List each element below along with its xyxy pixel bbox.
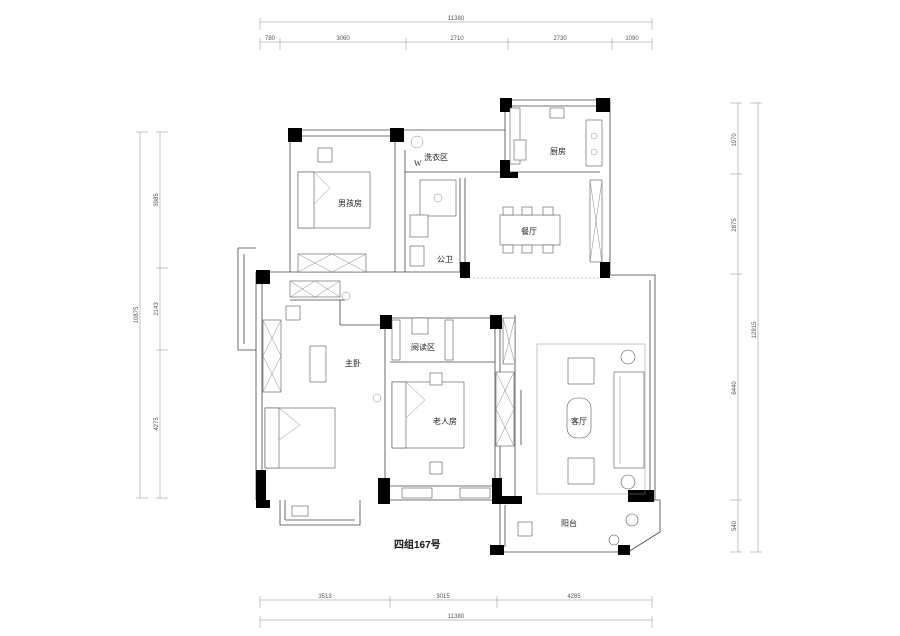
room-label-public-bath: 公卫 xyxy=(437,255,453,264)
room-label-living: 客厅 xyxy=(571,416,587,426)
left-segment-3: 4275 xyxy=(154,417,160,431)
right-dimensions: 1970 2875 6440 540 12815 xyxy=(730,102,762,553)
living-furniture xyxy=(520,343,646,495)
bottom-segment-2: 3015 xyxy=(436,594,450,600)
right-segment-3: 6440 xyxy=(732,381,738,395)
room-label-kitchen: 厨房 xyxy=(550,146,566,156)
right-segment-2: 2875 xyxy=(732,218,738,232)
left-dimensions: 3985 2143 4275 10875 xyxy=(134,131,168,499)
room-label-balcony: 阳台 xyxy=(561,518,577,528)
top-segment-3: 2710 xyxy=(450,36,464,42)
room-label-reading: 阅读区 xyxy=(411,342,435,352)
structural-columns xyxy=(256,98,654,555)
dining-table xyxy=(499,206,561,254)
top-segment-2: 3060 xyxy=(336,36,350,42)
top-segment-5: 1090 xyxy=(625,36,639,42)
top-segment-4: 2730 xyxy=(553,36,567,42)
bottom-segment-1: 3513 xyxy=(318,594,332,600)
room-label-laundry: 洗衣区 xyxy=(424,152,448,162)
bath-fittings: W xyxy=(409,135,457,267)
right-total-label: 12815 xyxy=(752,321,758,338)
right-segment-4: 540 xyxy=(732,520,738,531)
bottom-segment-3: 4285 xyxy=(567,594,581,600)
left-segment-2: 2143 xyxy=(154,302,160,316)
plan-caption: 四组167号 xyxy=(394,538,441,551)
room-label-master: 主卧 xyxy=(345,358,361,368)
room-label-dining: 餐厅 xyxy=(521,227,537,236)
bottom-dimensions: 3513 3015 4285 11380 xyxy=(259,594,653,628)
room-labels: 男孩房 洗衣区 厨房 餐厅 公卫 主卧 阅读区 老人房 客厅 阳台 xyxy=(338,146,587,528)
room-label-elder: 老人房 xyxy=(433,416,457,426)
wall-outlines xyxy=(237,99,661,553)
wardrobes xyxy=(262,179,603,499)
left-total-label: 10875 xyxy=(134,306,140,323)
right-segment-1: 1970 xyxy=(732,133,738,147)
bottom-total-label: 11380 xyxy=(448,614,465,620)
kitchen-fittings xyxy=(509,107,603,167)
small-furniture xyxy=(285,147,639,546)
top-total-label: 11380 xyxy=(448,16,465,22)
w-mark: W xyxy=(414,159,422,168)
room-label-boys: 男孩房 xyxy=(338,198,362,208)
top-dimensions: 11380 780 3060 2710 2730 1090 xyxy=(259,16,653,50)
beds xyxy=(264,171,465,469)
top-segment-1: 780 xyxy=(265,36,276,42)
left-segment-1: 3985 xyxy=(154,193,160,207)
